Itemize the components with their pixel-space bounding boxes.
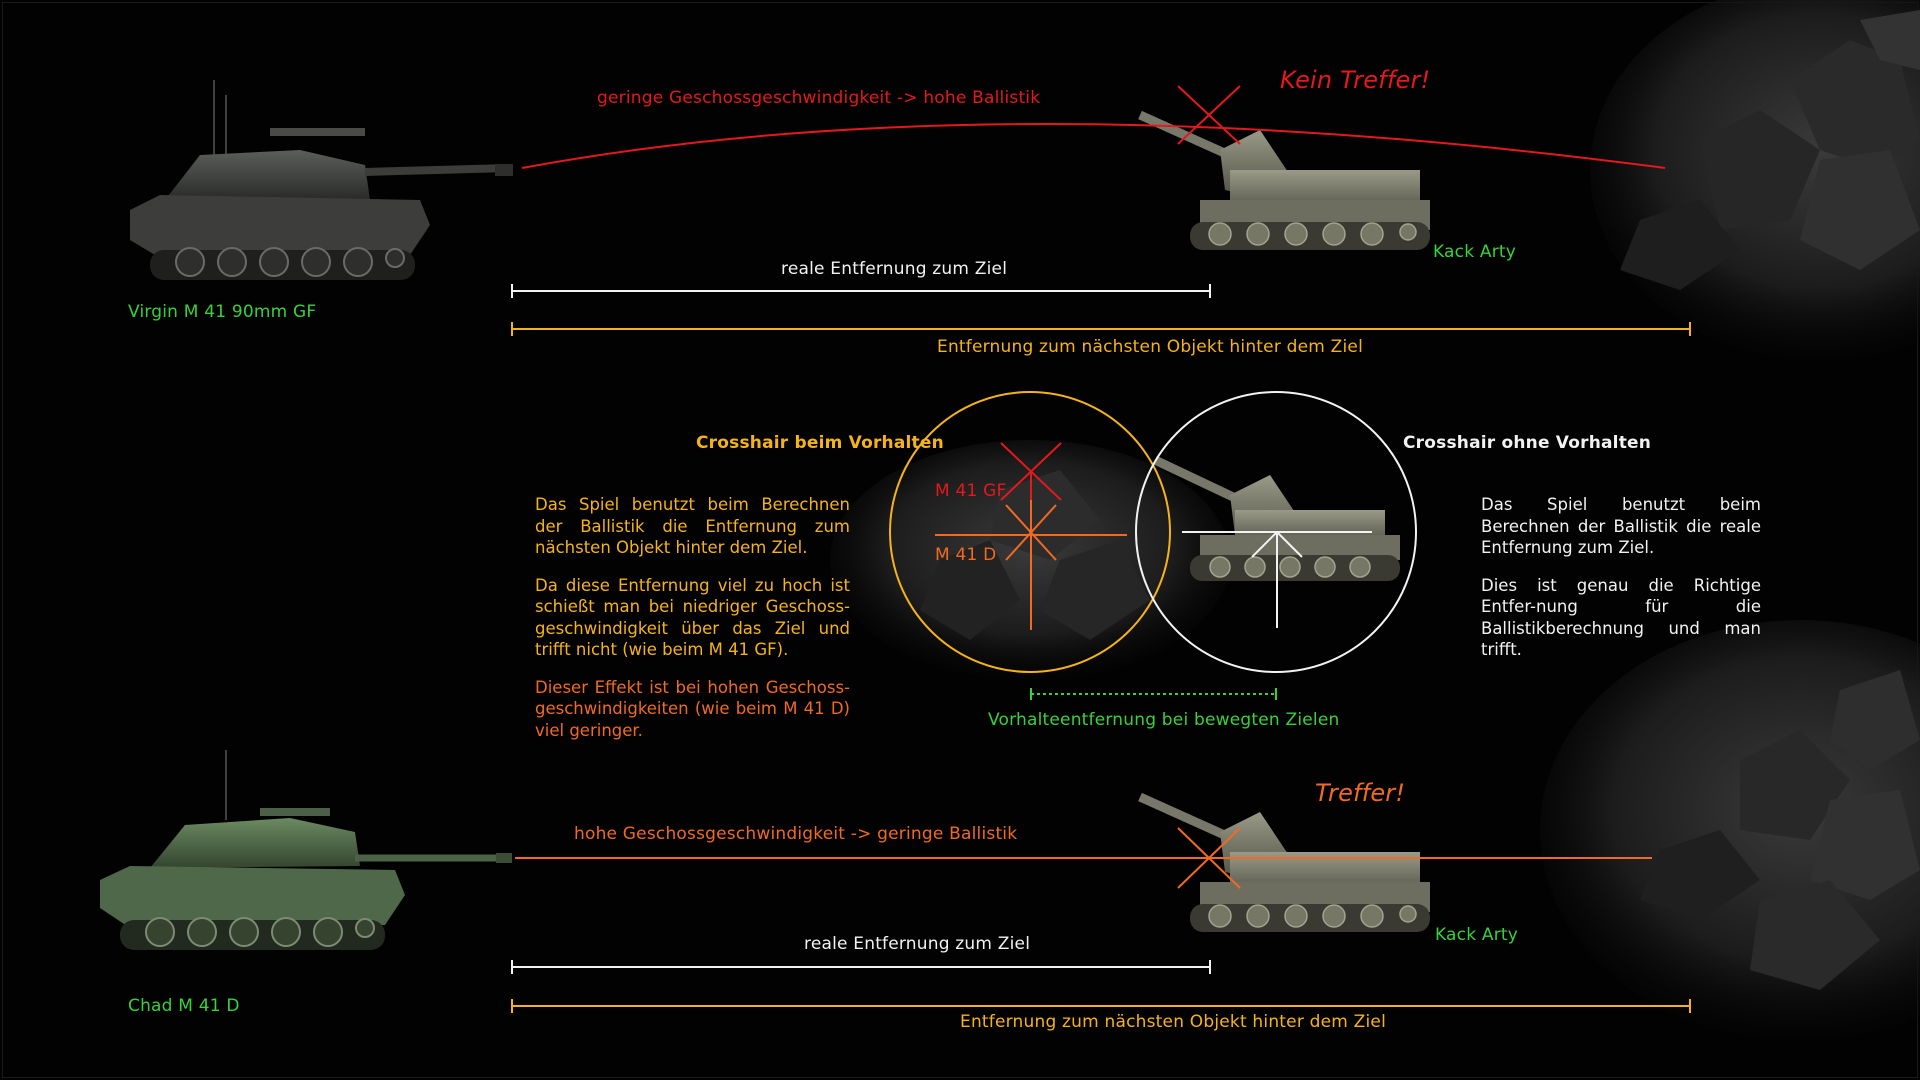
- crosshair-m41d: [935, 500, 1127, 630]
- marker-m41gf: M 41 GF: [935, 481, 1007, 501]
- real-distance-line-bottom: [511, 960, 1211, 974]
- target-name-top: Kack Arty: [1433, 242, 1517, 262]
- tank-chad-m41d: [100, 750, 512, 950]
- heading-no-lead: Crosshair ohne Vorhalten: [1403, 433, 1652, 453]
- result-hit-label: Treffer!: [1315, 779, 1406, 807]
- explanation-no-lead: Das Spiel benutzt beim Berechnen der Bal…: [1481, 494, 1761, 677]
- lead-distance-label: Vorhalteentfernung bei bewegten Zielen: [988, 710, 1340, 730]
- explanation-no-lead-p1: Das Spiel benutzt beim Berechnen der Bal…: [1481, 495, 1761, 557]
- trajectory-high-ballistic: [521, 123, 1666, 169]
- target-name-bottom: Kack Arty: [1435, 925, 1519, 945]
- real-distance-label-bottom: reale Entfernung zum Ziel: [804, 934, 1031, 954]
- real-distance-line-top: [511, 284, 1211, 298]
- behind-distance-label-bottom: Entfernung zum nächsten Objekt hinter de…: [960, 1012, 1386, 1032]
- scope-circle-lead: [889, 391, 1171, 673]
- shooter-name-top: Virgin M 41 90mm GF: [128, 302, 317, 322]
- explanation-lead-p1: Das Spiel benutzt beim Berechnen der Bal…: [535, 495, 850, 557]
- lead-distance-line: [1030, 688, 1277, 700]
- trajectory-label-top: geringe Geschossgeschwindigkeit -> hohe …: [597, 88, 1041, 108]
- miss-cross-icon: [1177, 85, 1241, 145]
- scope-circle-no-lead: [1135, 391, 1417, 673]
- behind-distance-label-top: Entfernung zum nächsten Objekt hinter de…: [937, 337, 1363, 357]
- tank-virgin-m41: [130, 80, 513, 280]
- arty-target-bottom: [1138, 792, 1430, 932]
- arty-target-middle: [1153, 455, 1400, 581]
- marker-m41d: M 41 D: [935, 545, 997, 565]
- rock-pile-bottom: [1540, 620, 1920, 1040]
- arty-target-top: [1138, 110, 1430, 250]
- crosshair-m41gf: [1000, 442, 1062, 501]
- explanation-lead-p2: Da diese Entfernung viel zu hoch ist sch…: [535, 575, 850, 660]
- hit-cross-icon: [1177, 827, 1241, 889]
- crosshair-no-lead: [1182, 531, 1372, 628]
- result-miss-label: Kein Treffer!: [1280, 66, 1431, 94]
- behind-distance-line-top: [511, 322, 1691, 336]
- heading-lead: Crosshair beim Vorhalten: [696, 433, 944, 453]
- explanation-lead-p3: Dieser Effekt ist bei hohen Geschoss-ges…: [535, 677, 850, 740]
- trajectory-label-bottom: hohe Geschossgeschwindigkeit -> geringe …: [574, 824, 1018, 844]
- shooter-name-bottom: Chad M 41 D: [128, 996, 240, 1016]
- real-distance-label-top: reale Entfernung zum Ziel: [781, 259, 1008, 279]
- explanation-lead: Das Spiel benutzt beim Berechnen der Bal…: [535, 494, 850, 757]
- behind-distance-line-bottom: [511, 999, 1691, 1013]
- rock-pile-top: [1590, 0, 1920, 360]
- explanation-no-lead-p2: Dies ist genau die Richtige Entfer-nung …: [1481, 575, 1761, 660]
